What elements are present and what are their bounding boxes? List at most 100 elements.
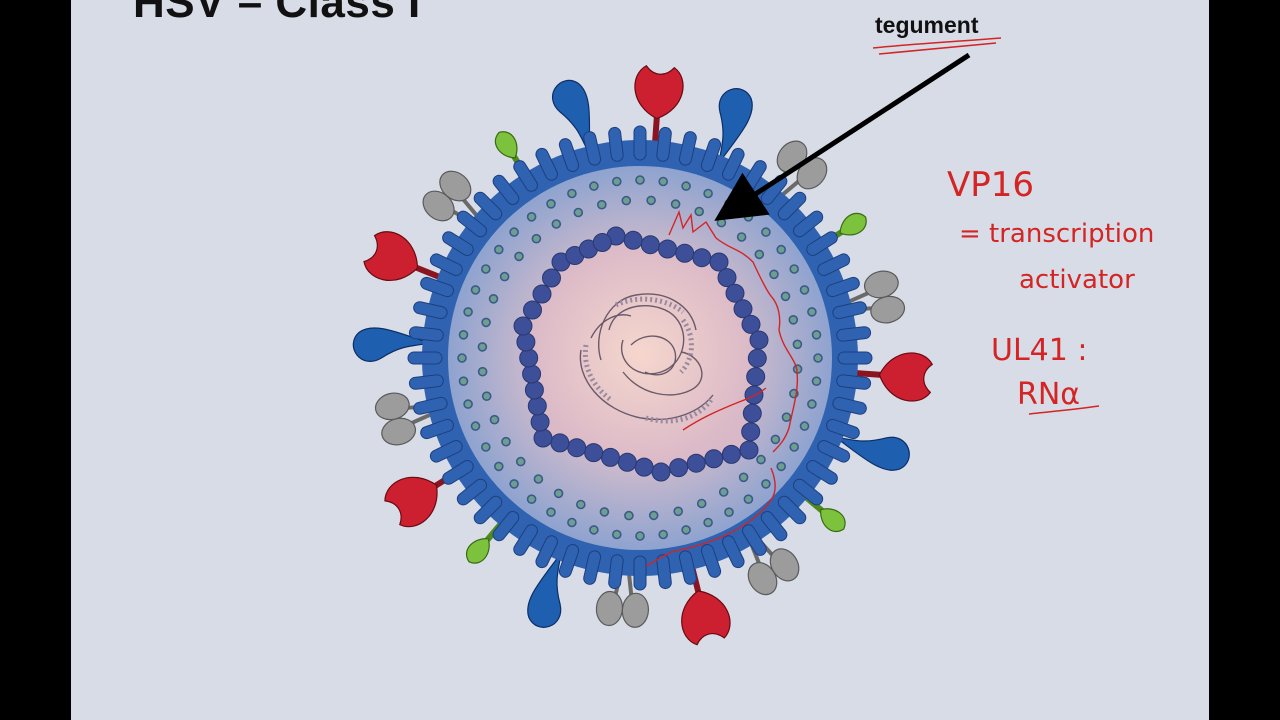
dna-genome xyxy=(579,293,714,424)
tegument-protein xyxy=(696,498,707,509)
annotation-ul41: UL41 : xyxy=(991,333,1088,368)
virus-diagram: VP16 = transcription activator UL41 : RN… xyxy=(352,37,1154,646)
tegument-protein xyxy=(463,399,473,409)
capsomer xyxy=(686,453,706,473)
capsomer xyxy=(634,457,654,477)
tegument-protein xyxy=(813,353,823,363)
annotation-rna: RNα xyxy=(1017,377,1080,412)
tegument-protein xyxy=(635,531,645,541)
spike-gray xyxy=(595,566,650,628)
tegument-protein xyxy=(624,510,634,521)
membrane-lipid xyxy=(837,351,873,365)
tegument-protein xyxy=(477,366,488,377)
membrane-lipid xyxy=(760,510,788,542)
spike-blue xyxy=(552,80,591,155)
capsid xyxy=(513,226,769,482)
membrane-lipid xyxy=(429,440,463,463)
spike-blue xyxy=(352,327,431,362)
capsomer xyxy=(746,367,766,387)
membrane-lipid xyxy=(817,253,851,276)
membrane-lipid xyxy=(608,126,624,162)
tegument-protein xyxy=(481,317,491,328)
capsomer xyxy=(623,230,643,250)
membrane-lipid xyxy=(826,276,860,298)
membrane-lipid xyxy=(420,276,454,298)
membrane-lipid xyxy=(535,147,558,181)
capsomer xyxy=(742,403,762,423)
membrane-lipid xyxy=(777,191,807,221)
membrane-lipid xyxy=(407,351,443,365)
capsomer xyxy=(530,412,550,432)
membrane-lipid xyxy=(633,125,647,161)
tegument-protein xyxy=(499,271,510,282)
tegument-proteins xyxy=(457,175,823,541)
membrane-lipid xyxy=(836,326,872,342)
capsomer xyxy=(675,243,695,263)
membrane-lipid xyxy=(408,374,444,390)
capsomer xyxy=(704,449,724,469)
tegument-protein xyxy=(567,517,577,528)
tegument-protein xyxy=(553,488,564,499)
tegument-protein xyxy=(515,456,526,467)
tegument-protein xyxy=(718,487,729,497)
membrane-lipid xyxy=(513,524,538,556)
envelope-membrane xyxy=(407,125,873,591)
membrane-lipid xyxy=(608,554,624,590)
tegument-protein xyxy=(573,207,584,218)
membrane-lipid xyxy=(836,374,872,390)
membrane-lipid xyxy=(722,535,745,569)
membrane-lipid xyxy=(656,554,672,590)
tegument-protein xyxy=(673,506,684,517)
membrane-lipid xyxy=(742,524,767,556)
capsomer xyxy=(749,330,769,350)
tegument-protein xyxy=(811,329,822,340)
tegument-protein xyxy=(596,199,607,210)
membrane-lipid xyxy=(535,535,558,569)
capsomer xyxy=(741,314,761,334)
spike-blue xyxy=(718,88,753,164)
tegument-protein xyxy=(716,217,727,228)
capsomer xyxy=(522,364,542,384)
membrane-lipid xyxy=(678,131,697,166)
tegument-protein xyxy=(703,517,713,528)
capsomer xyxy=(651,462,671,482)
annotation-transcription: = transcription xyxy=(959,219,1154,249)
tegument-protein xyxy=(754,249,765,260)
membrane-lipid xyxy=(583,550,602,585)
tegument-protein xyxy=(477,342,488,352)
tegument-protein xyxy=(694,206,705,217)
capsomer xyxy=(519,348,539,368)
capsomer xyxy=(658,239,677,259)
tegument-squiggle xyxy=(645,209,799,567)
tegument-protein xyxy=(811,376,822,387)
membrane-lipid xyxy=(806,231,838,256)
spike-blue xyxy=(527,552,562,628)
membrane-lipid xyxy=(558,544,580,578)
capsomer xyxy=(523,300,542,320)
membrane-lipid xyxy=(413,396,448,415)
capsomer xyxy=(617,452,637,472)
tegument-protein xyxy=(756,454,766,465)
membrane-lipid xyxy=(656,126,672,162)
tegument-protein xyxy=(738,472,749,483)
tegument-protein xyxy=(458,376,469,387)
membrane-lipid xyxy=(442,460,474,485)
annotation-activator: activator xyxy=(1019,265,1135,295)
slide: HSV – Class I xyxy=(71,0,1209,720)
tegument-protein xyxy=(493,244,504,255)
tegument-protein xyxy=(458,329,469,340)
tegument-protein xyxy=(470,285,481,295)
capsomer xyxy=(592,233,612,252)
membrane-lipid xyxy=(832,301,867,320)
tegument-protein xyxy=(807,399,817,409)
tegument-protein xyxy=(463,307,473,317)
capsomer xyxy=(709,252,729,272)
capsomer xyxy=(640,235,660,255)
tegument-protein xyxy=(526,212,537,222)
tegument-protein xyxy=(788,314,799,325)
tegument-protein xyxy=(611,176,622,187)
membrane-lipid xyxy=(473,191,503,221)
tegument-protein xyxy=(551,219,562,229)
capsomer xyxy=(584,443,604,463)
tegument-protein xyxy=(635,175,645,185)
